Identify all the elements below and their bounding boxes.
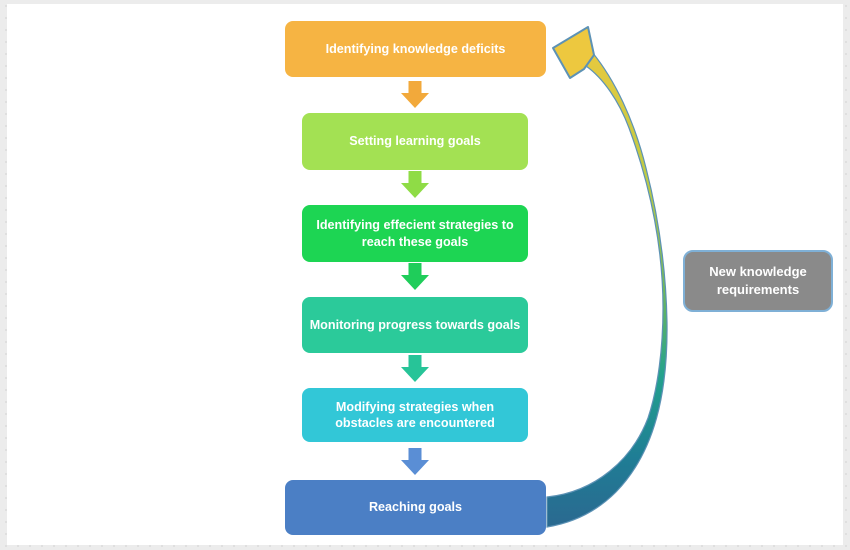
flow-box-label: Monitoring progress towards goals xyxy=(309,317,521,332)
flow-box-reaching-goals: Reaching goals xyxy=(285,480,546,535)
down-arrow-icon xyxy=(401,448,429,475)
down-arrow-shape xyxy=(401,171,429,198)
down-arrow-shape xyxy=(401,263,429,290)
flow-box-modifying-strategies: Modifying strategies when obstacles are … xyxy=(302,388,528,442)
flow-box-label: Reaching goals xyxy=(368,500,463,515)
down-arrow-icon xyxy=(401,81,429,108)
flow-box-label: Setting learning goals xyxy=(349,134,481,149)
down-arrow-icon xyxy=(401,171,429,198)
flow-box-setting-learning-goals: Setting learning goals xyxy=(302,113,528,170)
flow-box-label: Identifying effecient strategies to reac… xyxy=(316,218,514,249)
down-arrow-icon xyxy=(401,263,429,290)
flow-box-identifying-strategies: Identifying effecient strategies to reac… xyxy=(302,205,528,262)
down-arrow-shape xyxy=(401,355,429,382)
flow-box-label: Identifying knowledge deficits xyxy=(325,41,506,56)
new-knowledge-requirements-label: New knowledge requirements xyxy=(683,250,833,312)
down-arrow-icon xyxy=(401,355,429,382)
flow-box-monitoring-progress: Monitoring progress towards goals xyxy=(302,297,528,353)
flow-box-label: Modifying strategies when obstacles are … xyxy=(335,399,495,430)
note-label: New knowledge requirements xyxy=(709,264,807,297)
down-arrow-shape xyxy=(401,448,429,475)
flow-box-identifying-knowledge-deficits: Identifying knowledge deficits xyxy=(285,21,546,77)
down-arrow-shape xyxy=(401,81,429,108)
